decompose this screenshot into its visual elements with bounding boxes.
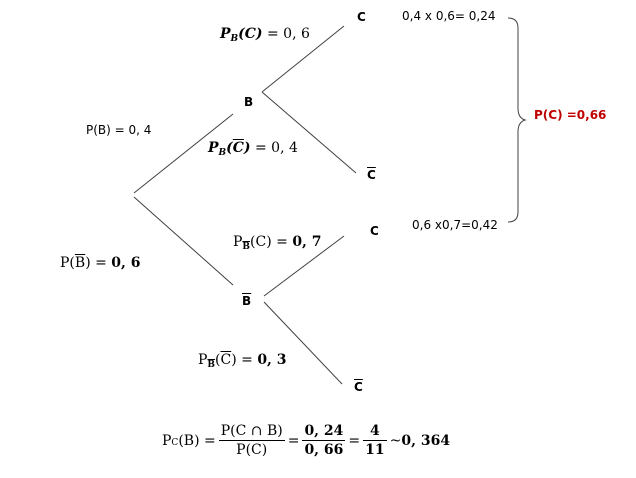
fraction-3-numerator: 4 (363, 424, 387, 441)
label-pb-cbar-eq: = 0, 4 (250, 140, 298, 156)
node-c-lower: C (370, 224, 379, 238)
formula-approx: ~ (389, 432, 402, 449)
label-pbbar-cbar-letter: C (220, 352, 232, 368)
node-c-bar-upper: C (367, 168, 376, 182)
label-pb-c-p: P (220, 26, 231, 42)
fraction-1-numerator: P(C ∩ B) (218, 423, 285, 441)
label-pb-cbar-close: ) (243, 140, 251, 156)
node-c-bar-lower: C (354, 380, 363, 394)
fraction-2-numerator: 0, 24 (302, 423, 346, 441)
label-pb-c-eq: = 0, 6 (262, 26, 310, 42)
label-pbbar-cbar-open: ( (215, 352, 221, 368)
bottom-product: 0,6 x0,7=0,42 (412, 218, 498, 232)
curly-brace (507, 17, 527, 223)
formula-lhs-arg: (B) = (178, 432, 216, 449)
label-p-b-bar: P(B) = 0, 6 (60, 256, 141, 270)
fraction-2-denominator: 0, 66 (304, 442, 344, 458)
node-b: B (244, 95, 254, 109)
label-pbbar-c-sub: B (242, 242, 251, 252)
label-pb-cbar: PB(C) = 0, 4 (208, 140, 298, 158)
label-pb-cbar-open: ( (226, 140, 233, 156)
branch-b-to-c-bar (261, 91, 357, 174)
label-p-b-bar-letter: B (74, 255, 86, 271)
formula-lhs-p: P (162, 432, 172, 449)
branch-b-bar-to-c (263, 235, 345, 297)
total-probability: P(C) =0,66 (534, 108, 607, 122)
label-pbbar-c-p: P (233, 234, 243, 250)
branch-root-to-b (133, 113, 234, 194)
formula-result: 0, 364 (401, 432, 451, 449)
formula-eq-2: = (348, 432, 361, 449)
fraction-3-denominator: 11 (365, 442, 385, 458)
label-p-b-bar-prefix: P( (60, 255, 75, 271)
fraction-1: P(C ∩ B)P(C) (218, 423, 285, 458)
label-pbbar-c-value: 0, 7 (292, 234, 322, 250)
label-pb-c: PB(C) = 0, 6 (220, 26, 310, 44)
fraction-1-denominator: P(C) (236, 442, 268, 458)
formula-eq-1: = (287, 432, 300, 449)
branch-b-to-c (261, 25, 345, 93)
label-pbbar-cbar: PB(C) = 0, 3 (198, 352, 287, 370)
top-product: 0,4 x 0,6= 0,24 (402, 9, 496, 23)
label-pbbar-c: PB(C) = 0, 7 (233, 234, 322, 252)
label-pb-c-arg: (C) (238, 26, 263, 42)
label-pbbar-cbar-value: 0, 3 (257, 352, 287, 368)
label-pb-c-sub: B (230, 34, 239, 44)
node-b-bar: B (242, 294, 252, 308)
label-p-b-bar-value: 0, 6 (111, 255, 141, 271)
formula-lhs-sub: C (171, 438, 179, 448)
label-pbbar-cbar-sub: B (207, 360, 216, 370)
label-pb-cbar-letter: C (232, 140, 244, 156)
label-p-b: P(B) = 0, 4 (86, 123, 152, 137)
label-pb-cbar-sub: B (218, 148, 227, 158)
label-pbbar-cbar-close: ) = (231, 352, 258, 368)
node-c-top: C (357, 10, 366, 24)
label-pbbar-c-arg: (C) = (250, 234, 293, 250)
label-pbbar-cbar-p: P (198, 352, 208, 368)
label-pb-cbar-p: P (208, 140, 219, 156)
branch-b-bar-to-c-bar (263, 301, 343, 385)
branch-root-to-b-bar (133, 196, 234, 286)
label-p-b-bar-eq: ) = (85, 255, 112, 271)
